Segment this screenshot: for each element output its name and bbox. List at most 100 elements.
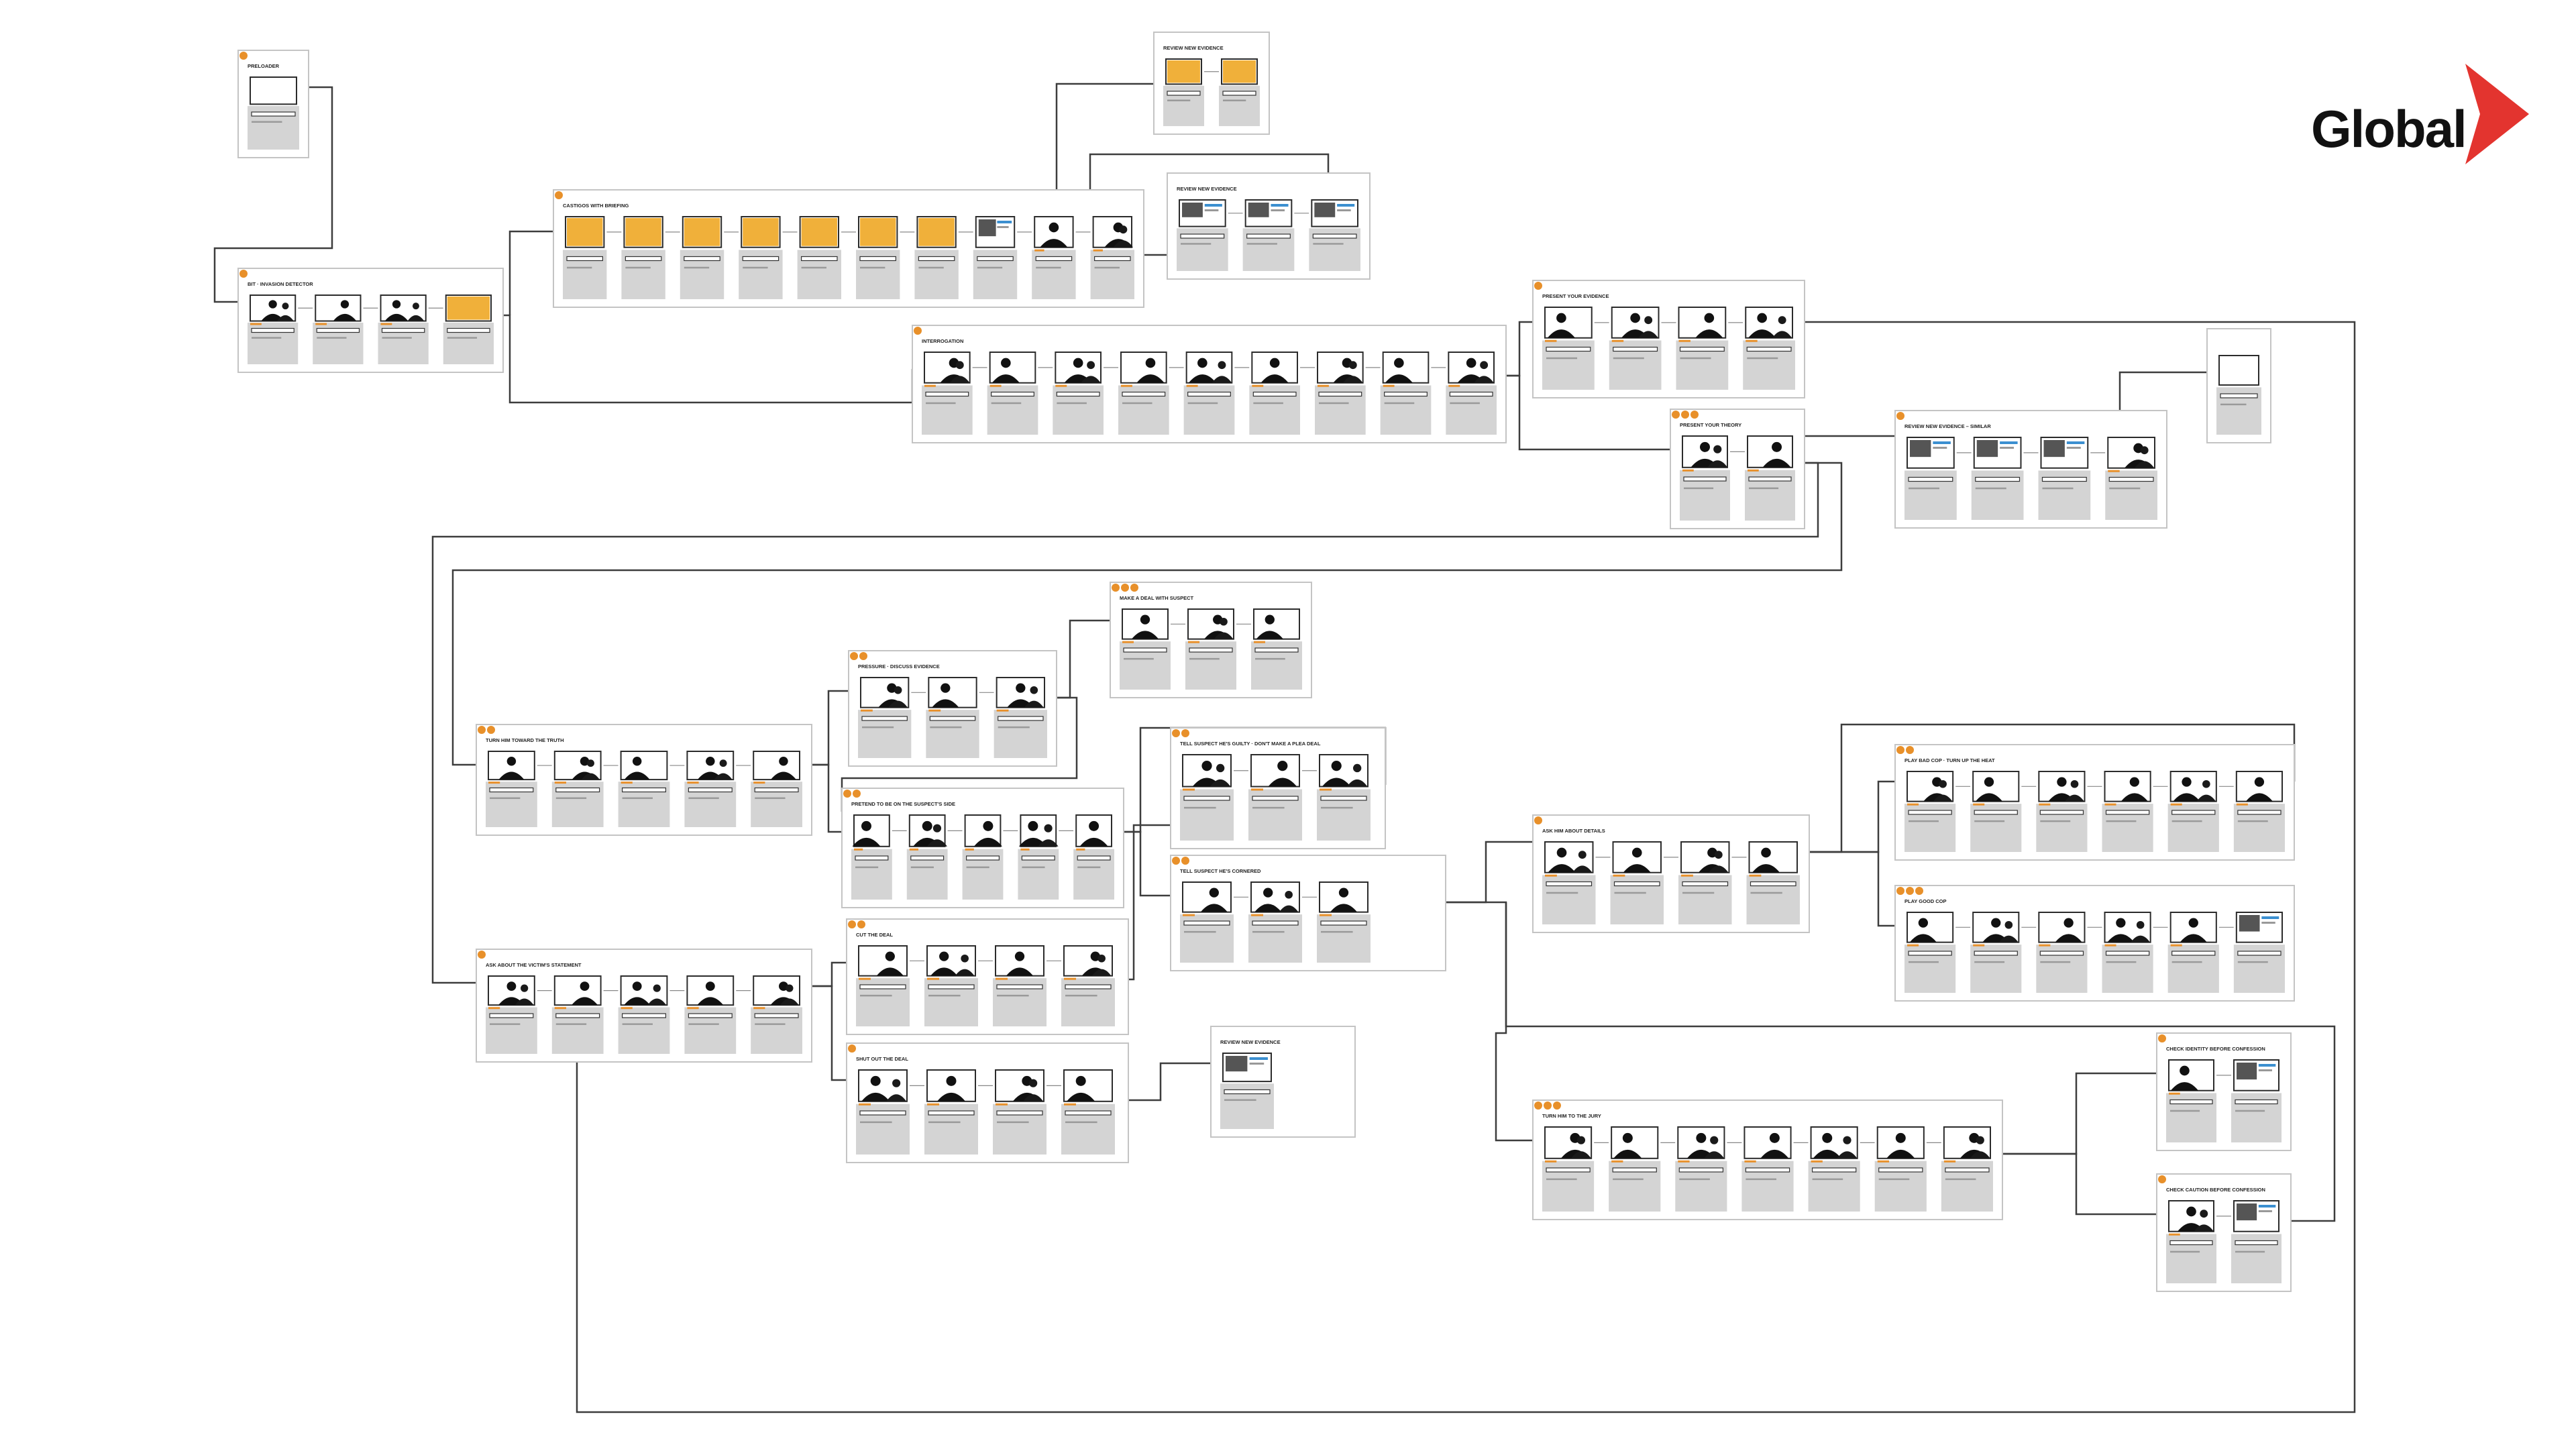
storyboard-card[interactable] (856, 1067, 910, 1155)
storyboard-card[interactable] (1904, 910, 1956, 993)
storyboard-card[interactable] (2167, 769, 2219, 852)
storyboard-card[interactable] (378, 292, 429, 364)
storyboard-card[interactable] (2036, 910, 2088, 993)
storyboard-card[interactable] (1904, 769, 1956, 852)
storyboard-card[interactable] (1746, 839, 1801, 924)
storyboard-card[interactable] (1251, 606, 1302, 690)
storyboard-card[interactable] (1185, 606, 1236, 690)
storyboard-card[interactable] (1970, 769, 2022, 852)
storyboard-card[interactable] (2166, 1057, 2216, 1142)
storyboard-card[interactable] (1061, 1067, 1115, 1155)
storyboard-card[interactable] (248, 292, 299, 364)
storyboard-card[interactable] (1242, 197, 1295, 271)
storyboard-card[interactable] (1120, 606, 1171, 690)
storyboard-card[interactable] (2105, 435, 2157, 520)
storyboard-card[interactable] (684, 973, 737, 1054)
storyboard-card[interactable] (973, 214, 1018, 299)
storyboard-card[interactable] (914, 214, 959, 299)
storyboard-card[interactable] (1675, 1124, 1727, 1212)
storyboard-card[interactable] (2233, 769, 2285, 852)
storyboard-card[interactable] (1183, 350, 1235, 435)
storyboard-card[interactable] (1743, 305, 1795, 390)
storyboard-card[interactable] (1741, 1124, 1794, 1212)
storyboard-card[interactable] (1317, 879, 1371, 963)
storyboard-card[interactable] (1180, 752, 1234, 841)
storyboard-card[interactable] (922, 350, 973, 435)
storyboard-card[interactable] (563, 214, 607, 299)
storyboard-card[interactable] (1018, 812, 1059, 900)
storyboard-card[interactable] (1309, 197, 1360, 271)
storyboard-card[interactable] (1032, 214, 1076, 299)
storyboard-card[interactable] (551, 749, 604, 827)
storyboard-card[interactable] (2231, 1057, 2282, 1142)
storyboard-card[interactable] (1676, 305, 1729, 390)
storyboard-card[interactable] (2167, 910, 2219, 993)
storyboard-card[interactable] (1970, 910, 2022, 993)
storyboard-card[interactable] (906, 812, 948, 900)
storyboard-card[interactable] (2102, 910, 2153, 993)
storyboard-card[interactable] (680, 214, 724, 299)
storyboard-card[interactable] (1542, 1124, 1595, 1212)
storyboard-card[interactable] (1248, 752, 1302, 841)
storyboard-card[interactable] (924, 943, 978, 1026)
storyboard-card[interactable] (1745, 433, 1795, 521)
storyboard-card[interactable] (618, 749, 670, 827)
storyboard-card[interactable] (1249, 350, 1300, 435)
storyboard-card[interactable] (248, 74, 299, 150)
storyboard-card[interactable] (1680, 433, 1730, 521)
storyboard-card[interactable] (621, 214, 665, 299)
storyboard-card[interactable] (858, 675, 912, 758)
storyboard-card[interactable] (1061, 943, 1115, 1026)
storyboard-card[interactable] (962, 812, 1004, 900)
storyboard-card[interactable] (1219, 56, 1260, 126)
storyboard-card[interactable] (1808, 1124, 1860, 1212)
storyboard-card[interactable] (443, 292, 494, 364)
storyboard-card[interactable] (1941, 1124, 1993, 1212)
storyboard-card[interactable] (684, 749, 737, 827)
storyboard-card[interactable] (1163, 56, 1204, 126)
storyboard-card[interactable] (2233, 910, 2285, 993)
storyboard-card[interactable] (2102, 769, 2153, 852)
storyboard-card[interactable] (851, 812, 892, 900)
storyboard-card[interactable] (2166, 1198, 2216, 1283)
storyboard-card[interactable] (797, 214, 841, 299)
storyboard-card[interactable] (1317, 752, 1371, 841)
storyboard-card[interactable] (1874, 1124, 1927, 1212)
storyboard-card[interactable] (993, 1067, 1046, 1155)
storyboard-card[interactable] (2038, 435, 2091, 520)
storyboard-card[interactable] (2231, 1198, 2282, 1283)
storyboard-card[interactable] (751, 973, 802, 1054)
storyboard-card[interactable] (1180, 879, 1234, 963)
storyboard-card[interactable] (1090, 214, 1134, 299)
storyboard-card[interactable] (739, 214, 783, 299)
storyboard-card[interactable] (993, 943, 1046, 1026)
storyboard-card[interactable] (618, 973, 670, 1054)
storyboard-card[interactable] (924, 1067, 978, 1155)
storyboard-card[interactable] (551, 973, 604, 1054)
storyboard-card[interactable] (1610, 839, 1664, 924)
storyboard-card[interactable] (1073, 812, 1114, 900)
storyboard-card[interactable] (1678, 839, 1732, 924)
storyboard-card[interactable] (1053, 350, 1104, 435)
storyboard-card[interactable] (2216, 353, 2261, 435)
storyboard-card[interactable] (1446, 350, 1497, 435)
storyboard-card[interactable] (1542, 305, 1595, 390)
storyboard-card[interactable] (987, 350, 1038, 435)
storyboard-card[interactable] (1118, 350, 1169, 435)
storyboard-card[interactable] (2036, 769, 2088, 852)
storyboard-card[interactable] (1971, 435, 2024, 520)
storyboard-card[interactable] (1220, 1051, 1274, 1129)
storyboard-card[interactable] (1609, 305, 1662, 390)
storyboard-card[interactable] (926, 675, 979, 758)
storyboard-card[interactable] (486, 973, 537, 1054)
storyboard-card[interactable] (1315, 350, 1366, 435)
storyboard-card[interactable] (1904, 435, 1957, 520)
storyboard-card[interactable] (486, 749, 537, 827)
storyboard-card[interactable] (1248, 879, 1302, 963)
storyboard-card[interactable] (1380, 350, 1432, 435)
storyboard-card[interactable] (1177, 197, 1228, 271)
storyboard-card[interactable] (856, 214, 900, 299)
storyboard-card[interactable] (751, 749, 802, 827)
storyboard-card[interactable] (856, 943, 910, 1026)
storyboard-card[interactable] (994, 675, 1047, 758)
